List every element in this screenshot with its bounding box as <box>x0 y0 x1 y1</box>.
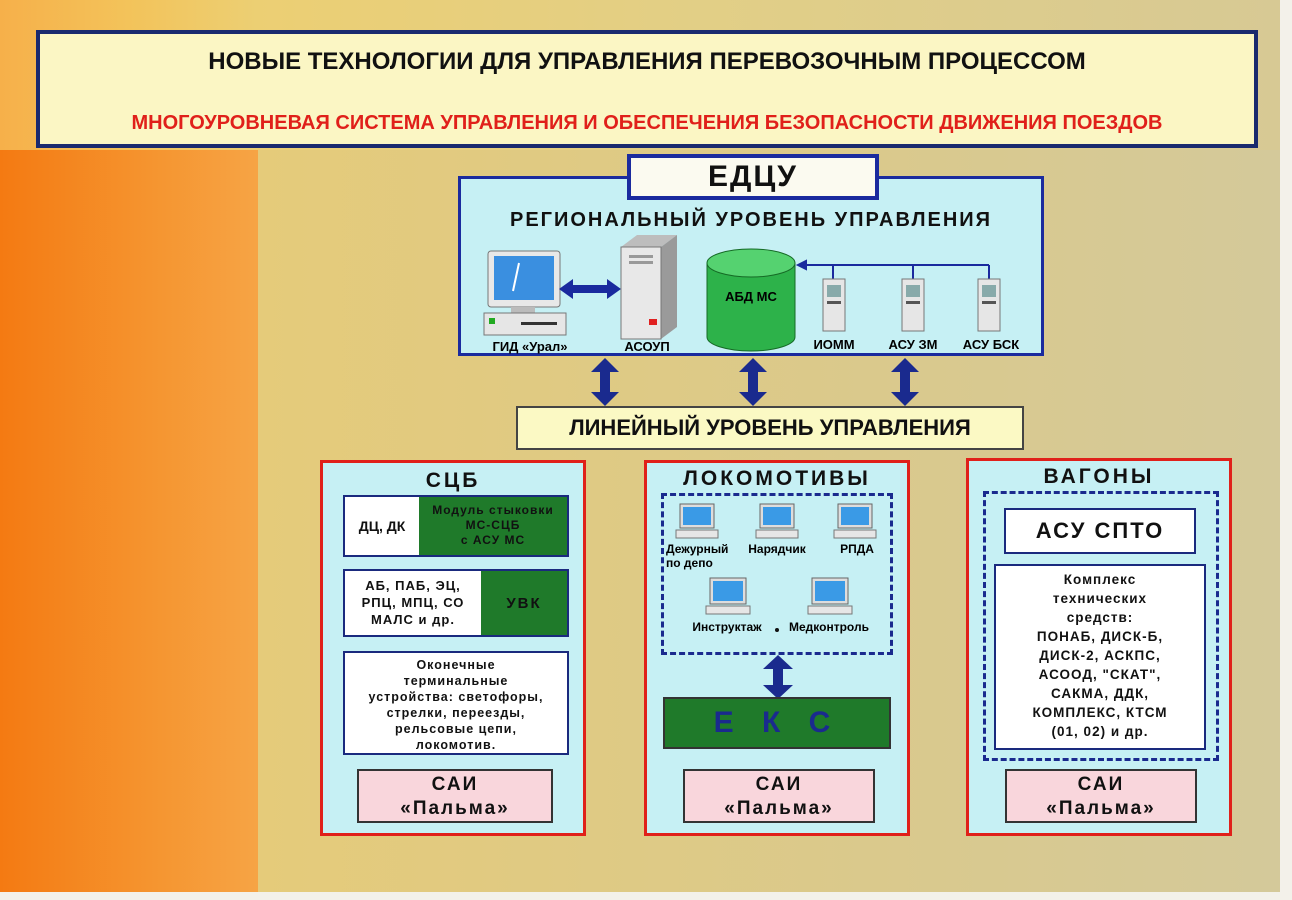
abd-database-icon <box>706 248 796 352</box>
complex-line-6: АСООД, "СКАТ", <box>1038 667 1162 682</box>
wagons-title: ВАГОНЫ <box>1043 465 1155 488</box>
scb-ab-line-3: МАЛС и др. <box>371 612 455 627</box>
loco-panel: ЛОКОМОТИВЫ <box>644 460 910 836</box>
duty-label-line-2: по депо <box>666 556 713 570</box>
scb-terminal-line-6: локомотив. <box>415 738 497 752</box>
briefing-workstation-icon <box>705 577 751 615</box>
duty-label-line-1: Дежурный <box>666 542 729 556</box>
wagons-complex-box: Комплекс технических средств: ПОНАБ, ДИС… <box>994 564 1206 750</box>
scb-terminal-line-3: устройства: светофоры, <box>368 690 544 704</box>
gid-label: ГИД «Урал» <box>492 339 568 354</box>
dispatcher-workstation-icon <box>755 503 799 539</box>
edcu-badge: ЕДЦУ <box>627 154 879 200</box>
level-arrow-right <box>891 358 919 406</box>
complex-line-9: (01, 02) и др. <box>1051 724 1149 739</box>
loco-sai-line-2: «Пальма» <box>724 798 834 819</box>
level-arrow-middle <box>739 358 767 406</box>
wagons-sai-line-2: «Пальма» <box>1046 798 1156 819</box>
scb-sai-line-1: САИ <box>431 774 479 795</box>
complex-line-3: средств: <box>1066 610 1134 625</box>
rpda-label: РПДА <box>840 542 874 556</box>
rpda-workstation-icon <box>833 503 877 539</box>
wagons-sai-box: САИ «Пальма» <box>1005 769 1197 823</box>
wagons-panel: ВАГОНЫ АСУ СПТО Комплекс технических сре… <box>966 458 1232 836</box>
loco-workstation-icons <box>675 503 877 632</box>
gid-asoup-link <box>559 279 621 299</box>
asu3m-label: АСУ ЗМ <box>888 337 938 352</box>
asu-spto-box: АСУ СПТО <box>1004 508 1196 554</box>
scb-ab-row: АБ, ПАБ, ЭЦ, РПЦ, МПЦ, СО МАЛС и др. УВК <box>343 569 569 637</box>
loco-eks-link <box>763 655 793 699</box>
gid-monitor-icon <box>483 250 567 336</box>
duty-label: Дежурный по депо <box>664 542 730 570</box>
scb-title: СЦБ <box>425 469 481 492</box>
loco-title: ЛОКОМОТИВЫ <box>683 467 871 490</box>
wagons-dashed-group: АСУ СПТО Комплекс технических средств: П… <box>983 491 1219 761</box>
page-subtitle: МНОГОУРОВНЕВАЯ СИСТЕМА УПРАВЛЕНИЯ И ОБЕС… <box>131 112 1163 134</box>
eks-box: Е К С <box>663 697 891 749</box>
complex-line-1: Комплекс <box>1063 572 1137 587</box>
medical-label: Медконтроль <box>789 620 869 634</box>
asubsk-label: АСУ БСК <box>962 337 1020 352</box>
asu3m-server-icon <box>901 278 925 332</box>
complex-line-4: ПОНАБ, ДИСК-Б, <box>1036 629 1164 644</box>
scb-sai-line-2: «Пальма» <box>400 798 510 819</box>
duty-workstation-icon <box>675 503 719 539</box>
complex-line-2: технических <box>1052 591 1148 606</box>
scb-docking-line-1: Модуль стыковки <box>432 503 554 517</box>
scb-sai-box: САИ «Пальма» <box>357 769 553 823</box>
wagons-sai-line-1: САИ <box>1077 774 1125 795</box>
scb-terminal-line-2: терминальные <box>403 674 509 688</box>
medical-workstation-icon <box>807 577 853 615</box>
scb-ab-line-1: АБ, ПАБ, ЭЦ, <box>365 578 461 593</box>
scb-panel: СЦБ ДЦ, ДК Модуль стыковки МС-СЦБ с АСУ … <box>320 460 586 836</box>
abd-label: АБД МС <box>725 289 777 304</box>
complex-line-8: КОМПЛЕКС, КТСМ <box>1032 705 1168 720</box>
scb-terminal-line-5: рельсовые цепи, <box>395 722 517 736</box>
scb-ab-line-2: РПЦ, МПЦ, СО <box>361 595 465 610</box>
complex-line-7: САКМА, ДДК, <box>1050 686 1150 701</box>
briefing-label: Инструктаж <box>692 620 762 634</box>
regional-diagram <box>483 235 1001 352</box>
dot-separator-icon <box>775 628 779 632</box>
regional-level-panel: РЕГИОНАЛЬНЫЙ УРОВЕНЬ УПРАВЛЕНИЯ <box>458 176 1044 356</box>
level-arrow-left <box>591 358 619 406</box>
linear-level-title: ЛИНЕЙНЫЙ УРОВЕНЬ УПРАВЛЕНИЯ <box>516 406 1024 450</box>
background-orange-strip <box>0 150 258 892</box>
dispatcher-label: Нарядчик <box>748 542 806 556</box>
scb-ab-label: АБ, ПАБ, ЭЦ, РПЦ, МПЦ, СО МАЛС и др. <box>345 577 481 628</box>
loco-sai-line-1: САИ <box>755 774 803 795</box>
level-arrows <box>591 358 919 406</box>
loco-workstations-group: Дежурный по депо Нарядчик РПДА Инструкта… <box>661 493 893 655</box>
scb-dc-row: ДЦ, ДК Модуль стыковки МС-СЦБ с АСУ МС <box>343 495 569 557</box>
asubsk-server-icon <box>977 278 1001 332</box>
scb-uvk-box: УВК <box>481 571 567 635</box>
iomm-label: ИОММ <box>813 337 855 352</box>
scb-docking-module: Модуль стыковки МС-СЦБ с АСУ МС <box>419 497 567 555</box>
asoup-label: АСОУП <box>624 339 670 354</box>
complex-line-5: ДИСК-2, АСКПС, <box>1039 648 1161 663</box>
scb-terminal-line-1: Оконечные <box>416 658 496 672</box>
scb-terminal-box: Оконечные терминальные устройства: свето… <box>343 651 569 755</box>
scb-docking-line-3: с АСУ МС <box>460 533 526 547</box>
scb-docking-line-2: МС-СЦБ <box>465 518 521 532</box>
page-title: НОВЫЕ ТЕХНОЛОГИИ ДЛЯ УПРАВЛЕНИЯ ПЕРЕВОЗО… <box>208 48 1086 75</box>
asoup-server-icon <box>620 235 677 340</box>
header-box: НОВЫЕ ТЕХНОЛОГИИ ДЛЯ УПРАВЛЕНИЯ ПЕРЕВОЗО… <box>36 30 1258 148</box>
scb-terminal-line-4: стрелки, переезды, <box>386 706 526 720</box>
regional-level-title: РЕГИОНАЛЬНЫЙ УРОВЕНЬ УПРАВЛЕНИЯ <box>509 209 993 231</box>
server-bus-line <box>795 259 990 279</box>
loco-sai-box: САИ «Пальма» <box>683 769 875 823</box>
iomm-server-icon <box>822 278 846 332</box>
scb-dc-label: ДЦ, ДК <box>358 518 406 534</box>
